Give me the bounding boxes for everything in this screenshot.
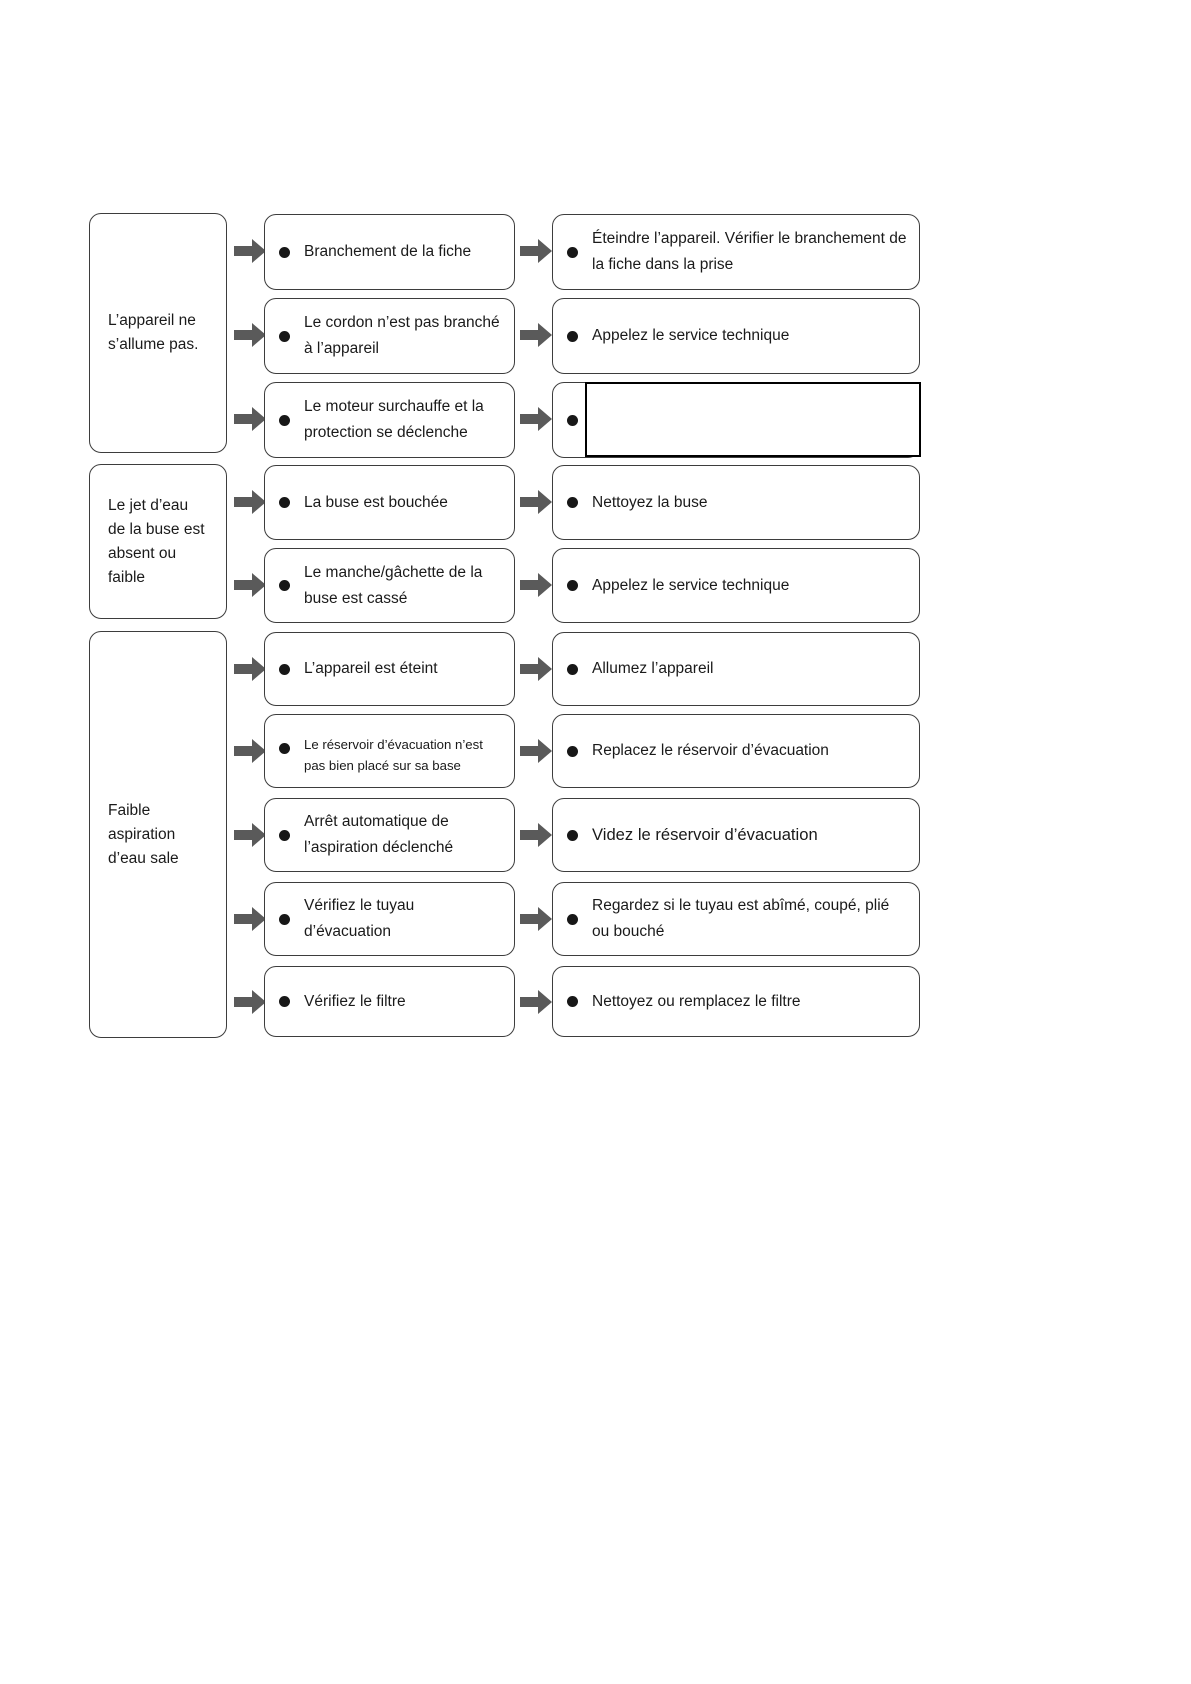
bullet-dot-icon (567, 414, 578, 426)
cause-label: Vérifiez le tuyau d’évacuation (304, 897, 415, 940)
remedy-box[interactable]: Appelez le service technique (552, 298, 920, 374)
remedy-label: Appelez le service technique (592, 327, 790, 344)
arrow-icon-cause-to-remedy (519, 820, 553, 850)
remedy-box[interactable]: Nettoyez la buse (552, 465, 920, 540)
cause-label: Le manche/gâchette de la buse est cassé (304, 563, 483, 607)
cause-box[interactable]: Vérifiez le tuyau d’évacuation (264, 882, 515, 956)
arrow-icon-cause-to-remedy (519, 404, 553, 434)
symptom-label: Faible aspiration d’eau sale (108, 801, 179, 867)
arrow-icon-symptom-to-cause (233, 404, 267, 434)
cause-label: Le cordon n’est pas branché à l’appareil (304, 314, 500, 357)
bullet-dot-icon (279, 663, 290, 675)
remedy-box[interactable]: Éteindre l’appareil. Vérifier le branche… (552, 214, 920, 290)
arrow-icon-symptom-to-cause (233, 987, 267, 1017)
bullet-dot-icon (279, 246, 290, 258)
remedy-label: Appelez le service technique (592, 576, 790, 594)
cause-box[interactable]: L’appareil est éteint (264, 632, 515, 706)
bullet-dot-icon (279, 913, 290, 925)
remedy-label: Regardez si le tuyau est abîmé, coupé, p… (592, 897, 890, 940)
bullet-dot-icon (567, 913, 578, 925)
cause-label: Arrêt automatique de l’aspiration déclen… (304, 813, 454, 856)
arrow-icon-symptom-to-cause (233, 820, 267, 850)
bullet-dot-icon (567, 996, 578, 1007)
symptom-label: L’appareil ne s’allume pas. (108, 312, 199, 353)
arrow-icon-symptom-to-cause (233, 904, 267, 934)
remedy-box[interactable]: Videz le réservoir d’évacuation (552, 798, 920, 872)
cause-box[interactable]: Arrêt automatique de l’aspiration déclen… (264, 798, 515, 872)
arrow-icon-cause-to-remedy (519, 487, 553, 517)
bullet-dot-icon (279, 414, 290, 426)
bullet-dot-icon (279, 743, 290, 754)
cause-box[interactable]: La buse est bouchée (264, 465, 515, 540)
symptom-box-no-spray[interactable]: Le jet d’eau de la buse est absent ou fa… (89, 464, 227, 619)
cause-box[interactable]: Vérifiez le filtre (264, 966, 515, 1037)
arrow-icon-symptom-to-cause (233, 487, 267, 517)
arrow-icon-cause-to-remedy (519, 904, 553, 934)
bullet-dot-icon (567, 745, 578, 757)
arrow-icon-symptom-to-cause (233, 736, 267, 766)
bullet-dot-icon (279, 829, 290, 841)
cause-box[interactable]: Le réservoir d’évacuation n’est pas bien… (264, 714, 515, 788)
cause-label: Le moteur surchauffe et la protection se… (304, 398, 484, 441)
symptom-box-low-suction[interactable]: Faible aspiration d’eau sale (89, 631, 227, 1038)
arrow-icon-cause-to-remedy (519, 654, 553, 684)
remedy-box[interactable]: Regardez si le tuyau est abîmé, coupé, p… (552, 882, 920, 956)
remedy-box[interactable]: Allumez l’appareil (552, 632, 920, 706)
empty-overlay-box[interactable] (585, 382, 921, 457)
cause-label: Vérifiez le filtre (304, 992, 406, 1010)
bullet-dot-icon (567, 246, 578, 258)
bullet-dot-icon (279, 996, 290, 1007)
arrow-icon-cause-to-remedy (519, 236, 553, 266)
cause-box[interactable]: Le manche/gâchette de la buse est cassé (264, 548, 515, 623)
remedy-box[interactable]: Replacez le réservoir d’évacuation (552, 714, 920, 788)
arrow-icon-cause-to-remedy (519, 987, 553, 1017)
remedy-label: Nettoyez la buse (592, 493, 708, 511)
bullet-dot-icon (567, 829, 578, 841)
remedy-label: Éteindre l’appareil. Vérifier le branche… (592, 230, 907, 273)
bullet-dot-icon (567, 580, 578, 591)
arrow-icon-symptom-to-cause (233, 654, 267, 684)
arrow-icon-cause-to-remedy (519, 736, 553, 766)
cause-label: L’appareil est éteint (304, 660, 438, 677)
arrow-icon-cause-to-remedy (519, 320, 553, 350)
cause-box[interactable]: Le moteur surchauffe et la protection se… (264, 382, 515, 458)
symptom-box-no-power[interactable]: L’appareil ne s’allume pas. (89, 213, 227, 453)
arrow-icon-symptom-to-cause (233, 236, 267, 266)
bullet-dot-icon (279, 330, 290, 342)
arrow-icon-symptom-to-cause (233, 320, 267, 350)
cause-label: Branchement de la fiche (304, 243, 472, 260)
remedy-label: Allumez l’appareil (592, 660, 714, 677)
arrow-icon-cause-to-remedy (519, 570, 553, 600)
bullet-dot-icon (279, 497, 290, 508)
arrow-icon-symptom-to-cause (233, 570, 267, 600)
bullet-dot-icon (279, 580, 290, 591)
remedy-box[interactable]: Appelez le service technique (552, 548, 920, 623)
remedy-box[interactable]: Nettoyez ou remplacez le filtre (552, 966, 920, 1037)
cause-label: Le réservoir d’évacuation n’est pas bien… (304, 737, 483, 773)
bullet-dot-icon (567, 330, 578, 342)
remedy-label: Nettoyez ou remplacez le filtre (592, 992, 801, 1010)
bullet-dot-icon (567, 663, 578, 675)
symptom-label: Le jet d’eau de la buse est absent ou fa… (108, 496, 205, 586)
remedy-label: Videz le réservoir d’évacuation (592, 825, 818, 844)
cause-box[interactable]: Le cordon n’est pas branché à l’appareil (264, 298, 515, 374)
remedy-label: Replacez le réservoir d’évacuation (592, 742, 829, 759)
cause-box[interactable]: Branchement de la fiche (264, 214, 515, 290)
cause-label: La buse est bouchée (304, 493, 448, 511)
bullet-dot-icon (567, 497, 578, 508)
